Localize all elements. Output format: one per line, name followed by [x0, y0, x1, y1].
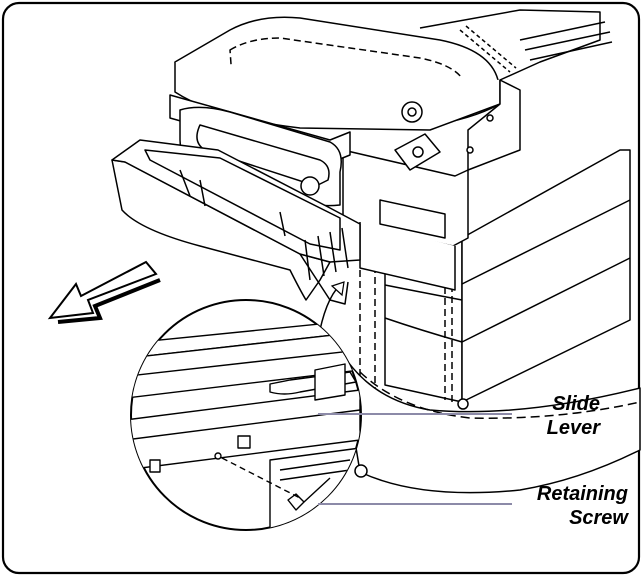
cabinet-band-3 — [384, 284, 463, 301]
rail-hole-2 — [237, 435, 251, 449]
cabinet-band-1 — [461, 199, 631, 285]
cable-line-1 — [519, 21, 613, 61]
callout-slide-lever: Slide Lever — [520, 392, 600, 440]
screw-hole — [214, 452, 222, 460]
callout-retaining-screw-line2: Screw — [569, 507, 628, 529]
screw-shaft — [303, 477, 331, 503]
head-right-panel — [467, 79, 521, 171]
drawer-rim — [111, 139, 361, 263]
inset-lower-groove — [279, 459, 351, 481]
screw-insertion-line — [221, 457, 301, 499]
printer-illustration — [111, 9, 641, 494]
drawer-handle-slots — [304, 227, 349, 281]
pull-arrow-shadow — [57, 278, 161, 324]
cabinet-side — [461, 149, 631, 403]
hinge — [459, 25, 517, 73]
stand-plate-inner — [359, 371, 641, 419]
panel-screw-1 — [486, 114, 494, 122]
drawer-rail — [299, 253, 349, 305]
chassis-inner — [379, 199, 446, 239]
stand-foot — [354, 464, 368, 478]
pull-direction-arrow — [47, 260, 158, 320]
drawer-inner-rear — [179, 169, 286, 237]
pivot-dot — [412, 146, 424, 158]
rail-hole-1 — [149, 459, 161, 473]
callout-slide-lever-line1: Slide — [552, 393, 600, 415]
callout-retaining-screw: Retaining Screw — [498, 482, 628, 530]
callout-slide-lever-line2: Lever — [546, 417, 600, 439]
drawer-front — [111, 159, 331, 301]
hidden-edge-2 — [359, 266, 376, 388]
cabinet-band-2 — [384, 257, 631, 343]
callout-retaining-screw-line1: Retaining — [536, 483, 628, 505]
panel-screw-2 — [466, 146, 474, 154]
indicator-arrowhead — [330, 281, 345, 297]
roller-cap — [300, 176, 320, 196]
head-knob-inner — [407, 107, 417, 117]
roller — [196, 124, 330, 187]
drawer-inner — [144, 149, 341, 251]
stand-plate — [339, 349, 641, 494]
slide-lever-tab — [314, 363, 346, 401]
cable-bundle — [419, 9, 601, 81]
stand-foot-2 — [457, 398, 469, 410]
